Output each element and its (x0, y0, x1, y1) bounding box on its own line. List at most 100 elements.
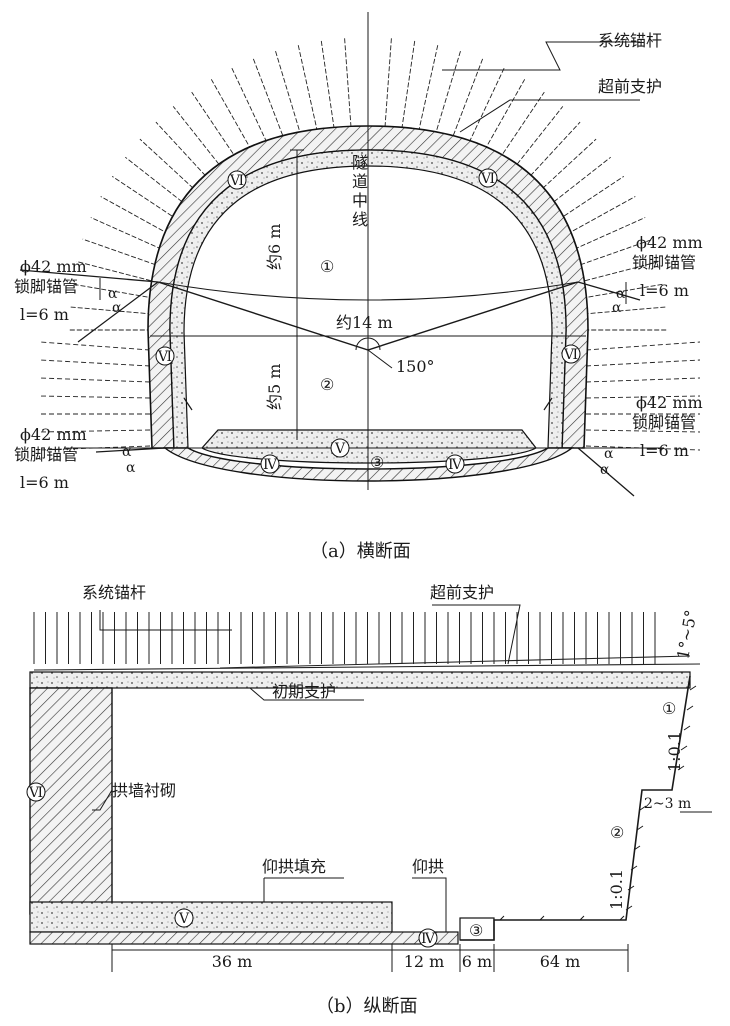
rock-bolt (578, 260, 660, 283)
rock-bolt (39, 377, 151, 383)
rock-bolt (252, 58, 286, 143)
label-centerline: 隧道中线 (352, 153, 368, 229)
lock-pipe-len-ur: l=6 m (640, 281, 689, 300)
lock-pipe-dia-ul: ϕ42 mm (20, 257, 87, 276)
rock-bolt (297, 44, 318, 133)
svg-text:Ⅵ: Ⅵ (229, 173, 244, 189)
rock-bolt (585, 429, 701, 433)
advance-support-lines (33, 655, 701, 671)
label-slope-1: 1:0.1 (665, 731, 684, 772)
caption-long-section: （b）纵断面 (316, 996, 418, 1017)
zone-mark-4-b: Ⅳ (418, 928, 438, 948)
label-primary-support: 初期支护 (272, 682, 336, 701)
rock-bolt (39, 445, 151, 451)
zone-mark-6-b: Ⅵ (26, 782, 46, 802)
stage-2-b: ② (610, 823, 624, 842)
rock-bolt (320, 39, 335, 130)
stage-2-a: ② (320, 375, 334, 394)
dim-6: 6 m (462, 952, 492, 971)
alpha-ur-1: α (616, 286, 626, 302)
rock-bolt (90, 217, 169, 253)
label-width: 约14 m (336, 313, 393, 332)
alpha-ul-1: α (108, 286, 118, 302)
rock-bolt (401, 39, 416, 130)
lock-pipe-dia-ur: ϕ42 mm (636, 233, 703, 252)
invert-band (29, 931, 459, 945)
svg-text:Ⅵ: Ⅵ (28, 785, 43, 801)
lock-pipe-name-lr: 锁脚锚管 (632, 413, 696, 432)
rock-bolt (583, 306, 668, 315)
label-height-upper: 约6 m (265, 224, 284, 270)
advance-support-line (219, 655, 691, 669)
lock-pipe-name-ur: 锁脚锚管 (632, 253, 696, 272)
rock-bolt (39, 429, 151, 433)
label-system-bolt-b: 系统锚杆 (82, 583, 146, 602)
zone-mark-4-l: Ⅳ (260, 454, 280, 474)
label-advance-support-b: 超前支护 (430, 583, 494, 602)
rock-bolt (82, 238, 163, 268)
rock-bolt (585, 377, 701, 383)
rock-bolt (231, 67, 271, 149)
alpha-ul-2: α (112, 300, 122, 316)
zone-mark-6-ur: Ⅵ (478, 168, 498, 188)
label-arch-wall-lining: 拱墙衬砌 (112, 781, 176, 800)
label-invert: 仰拱 (412, 857, 444, 876)
label-height-lower: 约5 m (265, 364, 284, 410)
arch-wall-lining (29, 687, 113, 915)
rock-bolt (585, 359, 701, 367)
label-invert-fill: 仰拱填充 (262, 857, 326, 876)
primary-support-band (29, 671, 691, 689)
rock-bolt (480, 79, 526, 157)
lock-pipe-len-ul: l=6 m (20, 305, 69, 324)
rock-bolt (100, 196, 176, 238)
invert-fill-block (29, 901, 393, 933)
rock-bolt (560, 196, 636, 238)
rock-bolt (210, 79, 256, 157)
lock-pipe-len-lr: l=6 m (640, 441, 689, 460)
alpha-lr-1: α (604, 446, 614, 462)
rock-bolt (465, 67, 505, 149)
radial-bolts (39, 36, 701, 451)
label-angle: 150° (396, 357, 435, 376)
rock-bolt (567, 217, 646, 253)
rock-bolt (384, 36, 392, 128)
invert-fill (201, 429, 537, 464)
svg-text:Ⅵ: Ⅵ (563, 347, 578, 363)
alpha-lr-2: α (600, 462, 610, 478)
rock-bolt (191, 91, 242, 166)
label-angle-range: 1°~5° (673, 608, 700, 660)
zone-mark-5-a: Ⅴ (330, 438, 350, 458)
lock-pipe-len-ll: l=6 m (20, 473, 69, 492)
svg-text:Ⅳ: Ⅳ (263, 457, 278, 473)
rock-bolt (552, 176, 625, 225)
alpha-ll-2: α (126, 460, 136, 476)
label-slope-2: 1:0.1 (607, 869, 626, 910)
svg-text:Ⅳ: Ⅳ (421, 931, 436, 947)
rock-bolt (39, 341, 151, 351)
alpha-ll-1: α (122, 444, 132, 460)
face-profile (460, 675, 691, 941)
lock-pipe-dia-ll: ϕ42 mm (20, 425, 87, 444)
stage-3-a: ③ (370, 453, 384, 472)
rock-bolt (39, 359, 151, 367)
zone-mark-5-b: Ⅴ (174, 908, 194, 928)
long-section: 系统锚杆 超前支护 1°~5° 初期支护 拱墙衬砌 仰拱填充 仰拱 1:0.1 … (26, 583, 712, 1017)
zone-mark-6-ml: Ⅵ (155, 346, 175, 366)
stage-3-b: ③ (469, 921, 483, 940)
rock-bolt (585, 341, 701, 351)
rock-bolt (573, 238, 654, 268)
alpha-ur-2: α (612, 300, 622, 316)
svg-text:Ⅳ: Ⅳ (448, 457, 463, 473)
label-system-bolt-a: 系统锚杆 (598, 31, 662, 50)
rock-bolt (418, 44, 439, 133)
caption-cross-section: （a）横断面 (310, 541, 411, 562)
advance-support-line (33, 663, 701, 671)
label-advance-support-a: 超前支护 (598, 77, 662, 96)
dim-12: 12 m (404, 952, 445, 971)
cross-section: 系统锚杆 超前支护 隧道中线 约6 m 约5 m 约14 m 150° ϕ42 … (14, 12, 703, 562)
rock-bolt (76, 260, 158, 283)
lock-pipe-name-ul: 锁脚锚管 (14, 277, 78, 296)
stage-1-a: ① (320, 257, 334, 276)
rock-bolt (434, 50, 462, 137)
